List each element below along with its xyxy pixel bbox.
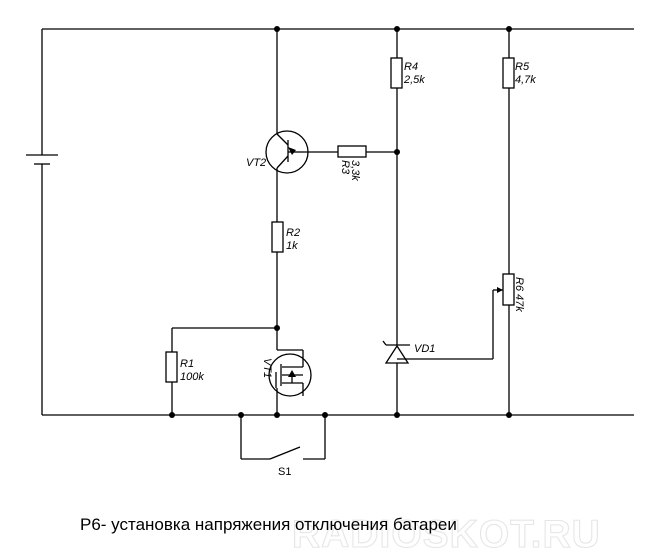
r3-name-label: R3: [339, 160, 351, 175]
junction-dot: [506, 26, 512, 32]
r2-resistor: [271, 221, 284, 350]
r4-resistor: [390, 29, 403, 152]
junction-dot: [169, 412, 175, 418]
s1-switch: [240, 415, 326, 460]
r5-name-label: R5: [515, 61, 530, 73]
r1-value-label: 100k: [180, 371, 204, 383]
schematic-caption: Р6- установка напряжения отключения бата…: [80, 515, 457, 534]
junction-dot: [394, 149, 400, 155]
s1-label: S1: [278, 466, 291, 478]
r6-name-label: R6: [513, 277, 525, 292]
r4-value-label: 2,5k: [403, 74, 425, 86]
junction-dot: [274, 325, 280, 331]
junction-dot: [274, 412, 280, 418]
junction-dot: [238, 412, 244, 418]
junction-dot: [394, 412, 400, 418]
r6-potentiometer: [397, 273, 515, 415]
vt2-transistor-symbol: [265, 29, 309, 222]
r1-resistor: [165, 327, 277, 415]
vd1-label: VD1: [414, 343, 435, 355]
vt1-mosfet-symbol: [268, 349, 312, 415]
r5-value-label: 4,7k: [515, 74, 536, 86]
r3-value-label: 3,3k: [349, 160, 361, 181]
r2-name-label: R2: [286, 227, 300, 239]
junction-dot: [322, 412, 328, 418]
r6-value-label: 47k: [513, 294, 525, 312]
vt1-label: VT1: [261, 358, 273, 378]
r2-value-label: 1k: [286, 240, 298, 252]
junction-dot: [274, 26, 280, 32]
r4-name-label: R4: [404, 61, 418, 73]
r1-name-label: R1: [180, 358, 194, 370]
watermark: RADIOSKOT.RU: [292, 513, 601, 556]
vt2-label: VT2: [246, 157, 266, 169]
junction-dot: [506, 412, 512, 418]
r3-resistor: [303, 145, 397, 158]
vd1-zener-diode: [382, 152, 410, 415]
battery-symbol: [26, 29, 58, 415]
r5-resistor: [502, 29, 515, 274]
junction-dot: [394, 26, 400, 32]
